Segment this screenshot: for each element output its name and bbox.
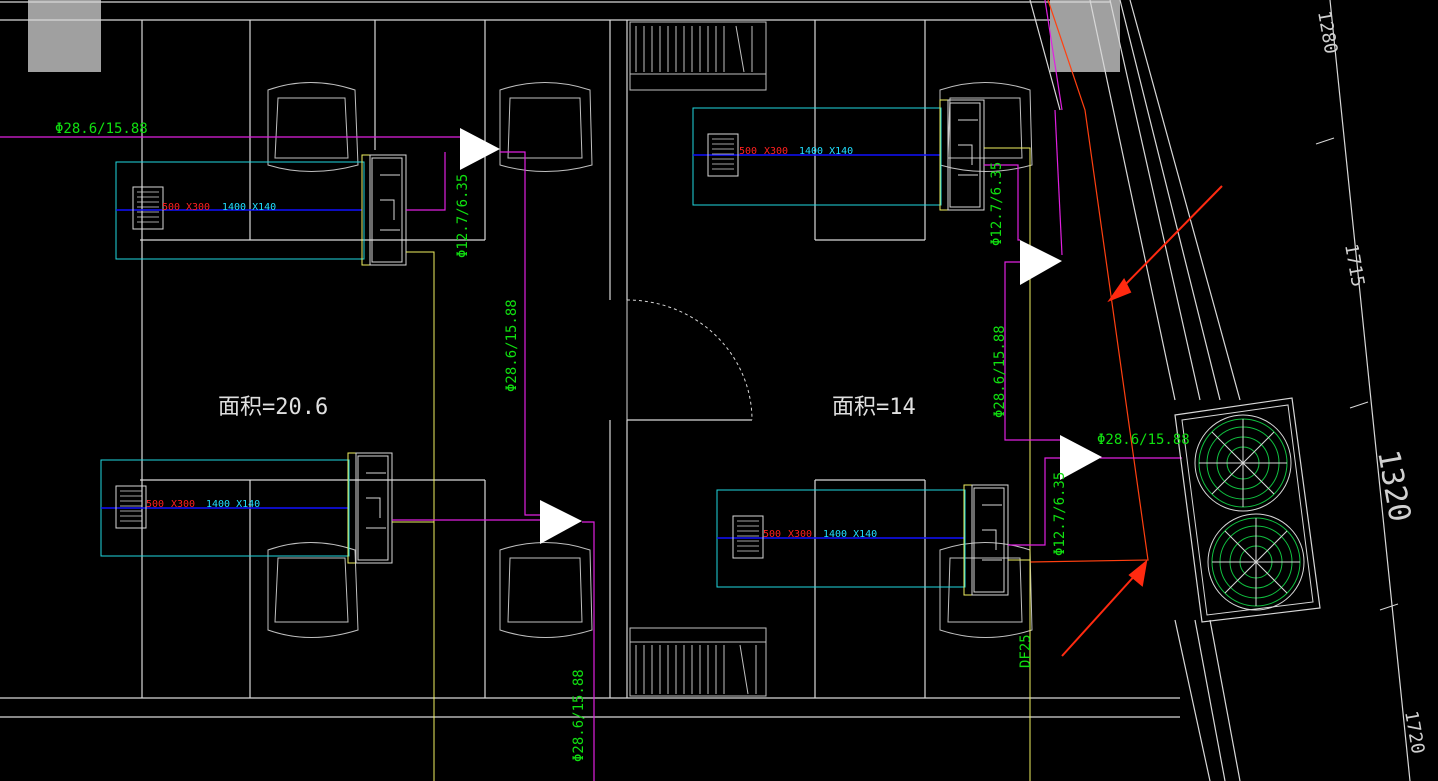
branch-joint-3 [1020, 240, 1062, 285]
refrigerant-pipes [0, 0, 1182, 781]
unit-3-x: X300 [764, 146, 788, 157]
fan-top [1194, 414, 1292, 512]
unit-3-duct: 1400 X140 [799, 146, 853, 157]
fan-bottom [1207, 513, 1305, 611]
unit-2-x: X300 [171, 499, 195, 510]
unit-4-x: X300 [788, 529, 812, 540]
annotation-arrow-bottom [1061, 571, 1139, 657]
unit-1-size: 500 [162, 202, 180, 213]
pipe-label-left-small: Φ12.7/6.35 [455, 174, 471, 258]
branch-joint-1 [460, 128, 500, 170]
unit-4-duct: 1400 X140 [823, 529, 877, 540]
outdoor-unit [1174, 397, 1321, 623]
unit-1-duct: 1400 X140 [222, 202, 276, 213]
drain-label: DF25 [1018, 634, 1034, 668]
pipe-label-left-mid: Φ28.6/15.88 [504, 299, 520, 392]
pipe-label-right-small-top: Φ12.7/6.35 [989, 162, 1005, 246]
pipe-label-bottom: Φ28.6/15.88 [571, 669, 587, 762]
unit-3-size: 500 [739, 146, 757, 157]
room-area-right: 面积=14 [832, 395, 916, 420]
unit-2-duct: 1400 X140 [206, 499, 260, 510]
dimension-ticks [1315, 137, 1399, 611]
indoor-unit-2: 500 X300 1400 X140 [100, 452, 393, 564]
branch-joint-2 [540, 500, 582, 544]
annotation-arrows [1061, 185, 1223, 657]
indoor-unit-1: 500 X300 1400 X140 [115, 154, 407, 266]
annotation-arrow-top [1117, 185, 1223, 293]
indoor-unit-3: 500 X300 1400 X140 [692, 99, 985, 211]
unit-2-size: 500 [146, 499, 164, 510]
pipe-label-right-small-bottom: Φ12.7/6.35 [1052, 472, 1068, 556]
pipe-label-right-mid: Φ28.6/15.88 [992, 325, 1008, 418]
column-top-right [1050, 0, 1120, 72]
drain-lines [392, 147, 1031, 781]
chairs [267, 82, 1033, 638]
shelf-bottom [629, 627, 767, 697]
indoor-unit-4: 500 X300 1400 X140 [716, 484, 1009, 596]
unit-4-size: 500 [763, 529, 781, 540]
door [626, 299, 753, 421]
boundary-outline [1029, 0, 1149, 563]
pipe-label-outdoor: Φ28.6/15.88 [1097, 432, 1190, 448]
shelf-top [629, 21, 767, 91]
branch-joints [460, 128, 1102, 544]
column-top-left [28, 0, 101, 72]
pipe-label-left-top: Φ28.6/15.88 [55, 121, 148, 137]
branch-joint-4 [1060, 435, 1102, 480]
room-area-left: 面积=20.6 [218, 395, 328, 420]
unit-1-x: X300 [186, 202, 210, 213]
